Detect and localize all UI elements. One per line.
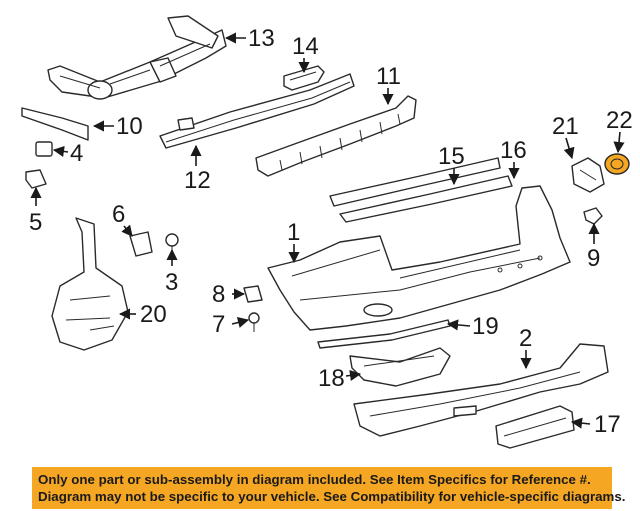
- callout-19: 19: [472, 313, 499, 340]
- callout-2: 2: [519, 325, 532, 352]
- part-11-absorber: [255, 95, 417, 177]
- callout-5: 5: [29, 209, 42, 236]
- callout-14: 14: [292, 33, 319, 60]
- callout-16: 16: [500, 137, 527, 164]
- part-20-support-bracket: [51, 217, 129, 351]
- callout-4: 4: [70, 140, 83, 167]
- part-9-clip: [583, 207, 603, 225]
- disclaimer-line-2: Diagram may not be specific to your vehi…: [38, 489, 626, 504]
- callout-6: 6: [112, 201, 125, 228]
- disclaimer-banner: Only one part or sub-assembly in diagram…: [32, 467, 626, 509]
- part-7-screw: [248, 312, 260, 332]
- part-14-bracket: [283, 65, 325, 91]
- callout-18: 18: [318, 365, 345, 392]
- part-4-clip: [35, 141, 53, 157]
- part-5-nut: [25, 169, 47, 189]
- callout-8: 8: [212, 281, 225, 308]
- callout-11: 11: [376, 63, 401, 90]
- callout-3: 3: [165, 269, 178, 296]
- part-6-bracket: [129, 231, 153, 257]
- part-16-garnish: [339, 175, 513, 223]
- part-10-bracket: [21, 107, 89, 141]
- leader-lines: [30, 32, 625, 429]
- part-17-trim-panel: [495, 405, 575, 449]
- callout-1: 1: [287, 219, 300, 246]
- part-18-bracket: [349, 347, 451, 387]
- callout-22: 22: [606, 107, 633, 134]
- part-1-bumper-cover: [267, 185, 571, 331]
- part-8-nut: [243, 285, 263, 303]
- bumper-exploded-diagram: 13 14 11 10 12 4 5 15 16 21 22 6 3 9 1 8…: [21, 15, 633, 449]
- callout-7: 7: [212, 311, 225, 338]
- callout-15: 15: [438, 143, 465, 170]
- callout-13: 13: [248, 25, 275, 52]
- callout-20: 20: [140, 301, 167, 328]
- part-21-sensor: [571, 157, 605, 193]
- callout-17: 17: [594, 411, 621, 438]
- callout-labels: 13 14 11 10 12 4 5 15 16 21 22 6 3 9 1 8…: [29, 25, 633, 438]
- part-22-sensor-bezel-highlighted: [604, 153, 630, 175]
- part-13-tow-hitch: [47, 15, 227, 100]
- part-2-lower-valance: [353, 343, 609, 437]
- disclaimer-line-1: Only one part or sub-assembly in diagram…: [38, 472, 591, 487]
- callout-21: 21: [552, 113, 579, 140]
- part-15-garnish: [329, 157, 501, 207]
- part-12-reinforcement: [159, 73, 355, 149]
- callout-9: 9: [587, 245, 600, 272]
- callout-10: 10: [116, 113, 143, 140]
- callout-12: 12: [184, 167, 211, 194]
